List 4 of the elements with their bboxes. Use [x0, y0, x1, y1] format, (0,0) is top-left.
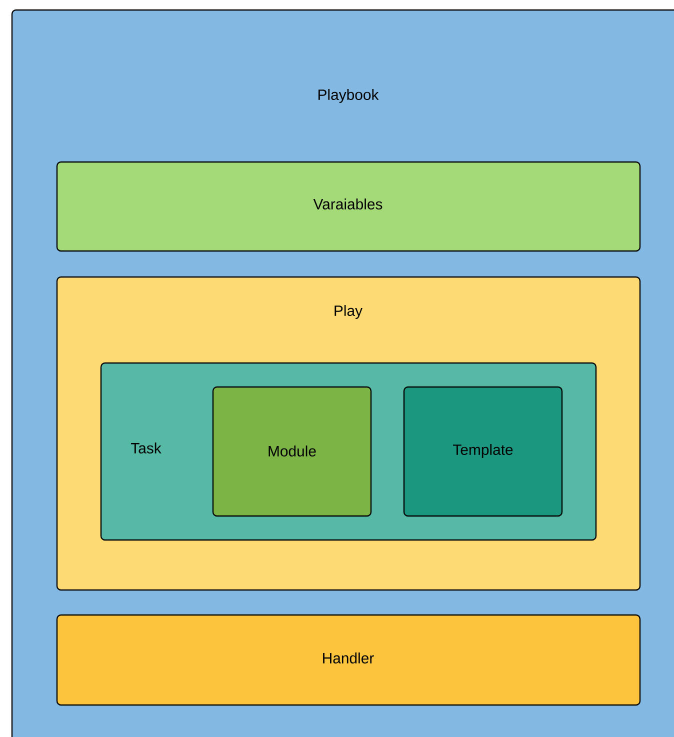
box: Handler	[56, 614, 641, 706]
box: Varaiables	[56, 161, 641, 252]
box: Module	[212, 386, 372, 517]
box: Template	[403, 386, 563, 517]
